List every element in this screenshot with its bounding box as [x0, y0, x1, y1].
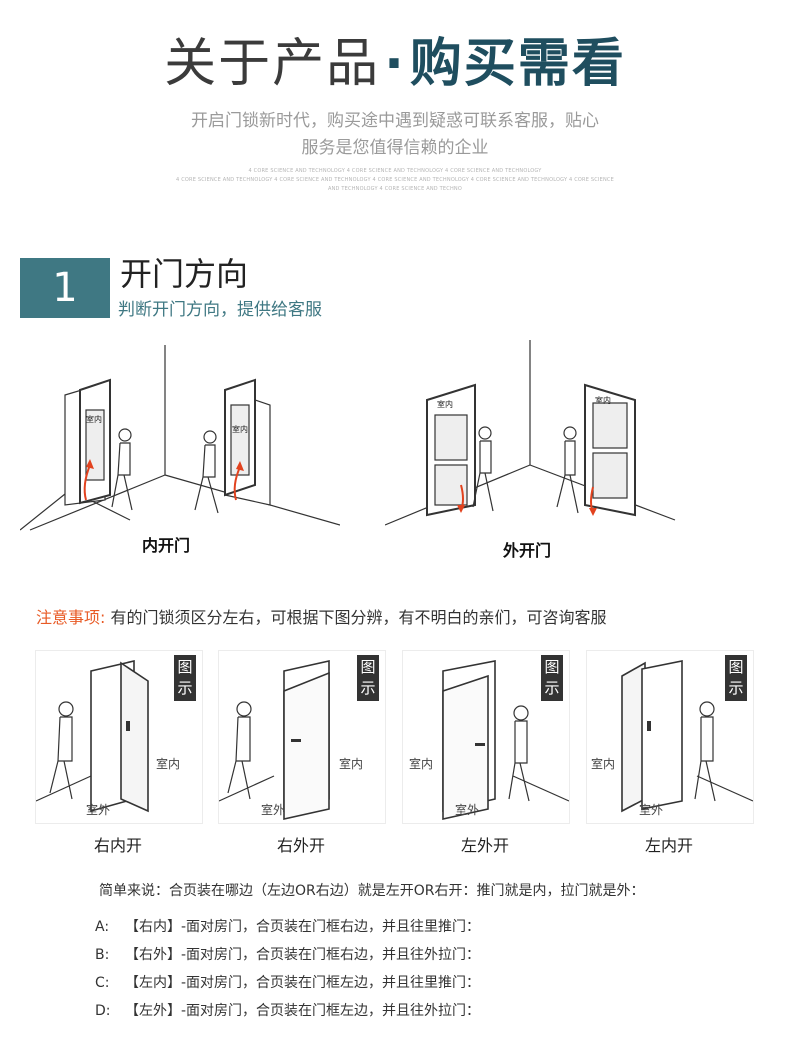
item-text: 【左外】-面对房门，合页装在门框左边，并且往外拉门：	[125, 1003, 481, 1019]
outside-label: 室外	[261, 803, 286, 817]
summary-text: 简单来说：合页装在哪边（左边OR右边）就是左开OR右开：推门就是内，拉门就是外：	[99, 883, 645, 899]
badge-icon: 图示	[357, 655, 379, 701]
door-card-left-outward: 图示 室内 室外	[402, 650, 570, 824]
subtitle-line2: 服务是您值得信赖的企业	[301, 138, 489, 158]
door-diagram	[442, 660, 569, 820]
badge-icon: 图示	[174, 655, 196, 701]
badge-icon: 图示	[725, 655, 747, 701]
outward-door-label: 外开门	[503, 541, 552, 560]
page-subtitle: 开启门锁新时代，购买途中遇到疑惑可联系客服，贴心 服务是您值得信赖的企业	[0, 108, 790, 162]
badge-icon: 图示	[541, 655, 563, 701]
caption-right-outward: 右外开	[276, 836, 325, 855]
tiny-text-2: 4 CORE SCIENCE AND TECHNOLOGY 4 CORE SCI…	[176, 177, 614, 183]
door-card-left-inward: 图示 室内 室外	[586, 650, 754, 824]
inward-door-label: 内开门	[142, 536, 191, 555]
caption-right-inward: 右内开	[93, 836, 142, 855]
inside-label: 室内	[409, 757, 434, 771]
item-key: B:	[95, 947, 110, 963]
inside-label: 室内	[156, 757, 181, 771]
notice-text: 有的门锁须区分左右，可根据下图分辨，有不明白的亲们，可咨询客服	[105, 608, 607, 627]
explanation-item-d: D: 【左外】-面对房门，合页装在门框左边，并且往外拉门：	[95, 1000, 480, 1020]
item-text: 【右内】-面对房门，合页装在门框右边，并且往里推门：	[125, 919, 481, 935]
title-part2: 购买需看	[409, 34, 626, 94]
inward-door-illustration: 室内 室内	[20, 345, 340, 531]
caption-left-outward: 左外开	[460, 836, 509, 855]
door-diagram	[621, 660, 753, 813]
inside-label: 室内	[339, 757, 364, 771]
section-title: 开门方向	[120, 255, 249, 293]
notice-prefix: 注意事项:	[36, 608, 106, 627]
explanation-item-c: C: 【左内】-面对房门，合页装在门框左边，并且往里推门：	[95, 972, 480, 992]
item-text: 【左内】-面对房门，合页装在门框左边，并且往里推门：	[125, 975, 481, 991]
item-key: A:	[95, 919, 110, 935]
tiny-text-1: 4 CORE SCIENCE AND TECHNOLOGY 4 CORE SCI…	[248, 168, 542, 174]
notice: 注意事项: 有的门锁须区分左右，可根据下图分辨，有不明白的亲们，可咨询客服	[36, 604, 607, 628]
page-title: 关于产品·购买需看	[0, 30, 790, 98]
title-dot: ·	[384, 34, 406, 94]
door-diagram	[219, 660, 330, 820]
outside-label: 室外	[86, 803, 111, 817]
item-key: C:	[95, 975, 110, 991]
door-label-left: 室内	[86, 414, 102, 424]
explanation-item-a: A: 【右内】-面对房门，合页装在门框右边，并且往里推门：	[95, 916, 480, 936]
section-subtitle: 判断开门方向，提供给客服	[118, 300, 322, 320]
door-label-left: 室内	[437, 399, 453, 409]
item-key: D:	[95, 1003, 111, 1019]
door-diagram	[36, 659, 149, 813]
door-label-right: 室内	[232, 424, 248, 434]
tiny-text-3: AND TECHNOLOGY 4 CORE SCIENCE AND TECHNO	[328, 186, 462, 192]
door-label-right: 室内	[595, 395, 611, 405]
item-text: 【右外】-面对房门，合页装在门框右边，并且往外拉门：	[125, 947, 481, 963]
outside-label: 室外	[639, 803, 664, 817]
section-number-badge: 1	[20, 258, 110, 318]
title-part1: 关于产品	[164, 34, 381, 94]
subtitle-line1: 开启门锁新时代，购买途中遇到疑惑可联系客服，贴心	[191, 111, 599, 131]
door-card-right-inward: 图示 室内 室外	[35, 650, 203, 824]
explanation-item-b: B: 【右外】-面对房门，合页装在门框右边，并且往外拉门：	[95, 944, 480, 964]
outward-door-illustration: 室内 室内	[385, 340, 676, 526]
caption-left-inward: 左内开	[644, 836, 693, 855]
inside-label: 室内	[591, 757, 616, 771]
outside-label: 室外	[455, 803, 480, 817]
door-card-right-outward: 图示 室内 室外	[218, 650, 386, 824]
